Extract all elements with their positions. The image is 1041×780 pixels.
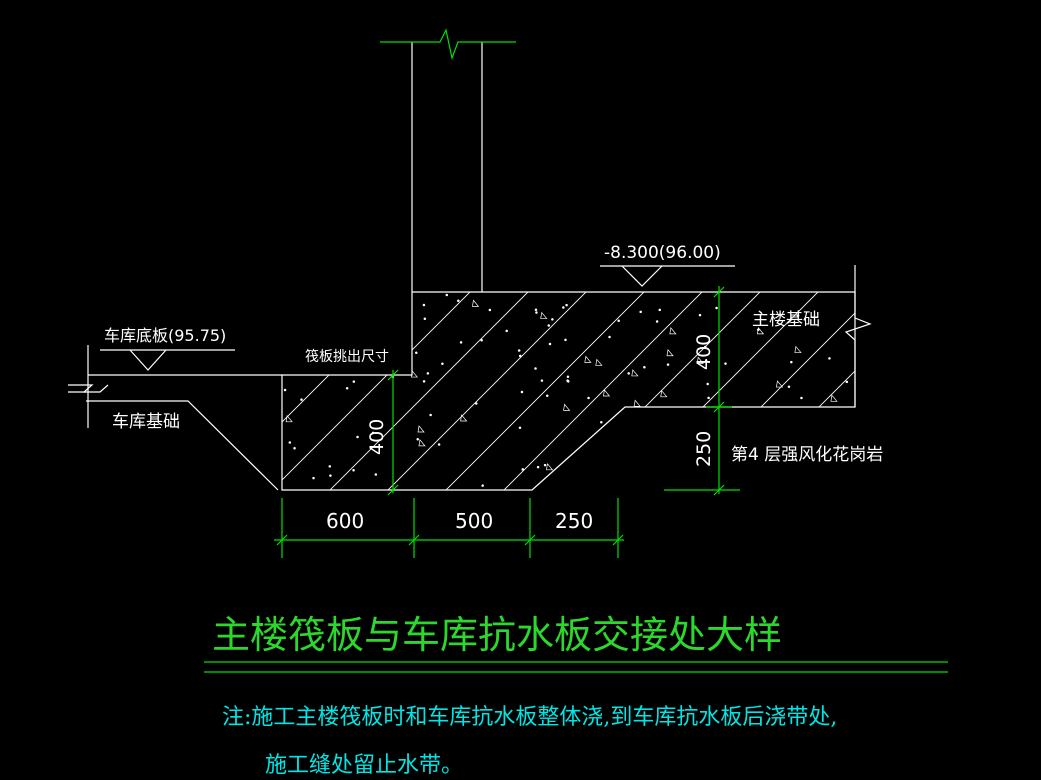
main-foundation-label: 主楼基础 [752, 310, 820, 330]
dim-v400-left-label: 400 [366, 419, 388, 455]
right-ground [844, 265, 872, 407]
elevation-garage-label: 车库底板(95.75) [104, 326, 226, 345]
elevation-marker-main [600, 265, 735, 287]
dim-500-label: 500 [455, 509, 493, 533]
wall [380, 28, 516, 292]
dimension-v-right [664, 286, 740, 496]
wall-break-line [380, 28, 516, 61]
dim-250-label: 250 [555, 509, 593, 533]
dim-v400-right-label: 400 [693, 334, 715, 370]
drawing-title: 主楼筏板与车库抗水板交接处大样 [212, 613, 782, 657]
elevation-main-label: -8.300(96.00) [604, 243, 721, 263]
garage-slab [68, 345, 282, 491]
note-line-2: 施工缝处留止水带。 [265, 753, 463, 778]
dim-v250-label: 250 [693, 431, 715, 467]
note-line-1: 注:施工主楼筏板时和车库抗水板整体浇,到车库抗水板后浇带处, [222, 705, 837, 730]
concrete-hatch [282, 292, 855, 490]
garage-foundation-label: 车库基础 [112, 412, 180, 432]
dim-600-label: 600 [326, 509, 364, 533]
dimension-v400-left [387, 369, 399, 496]
elevation-marker-garage [100, 349, 235, 371]
raft-extension-label: 筏板挑出尺寸 [305, 348, 389, 365]
dimension-horizontal [274, 498, 624, 558]
rock-layer-label: 第4 层强风化花岗岩 [731, 445, 883, 465]
